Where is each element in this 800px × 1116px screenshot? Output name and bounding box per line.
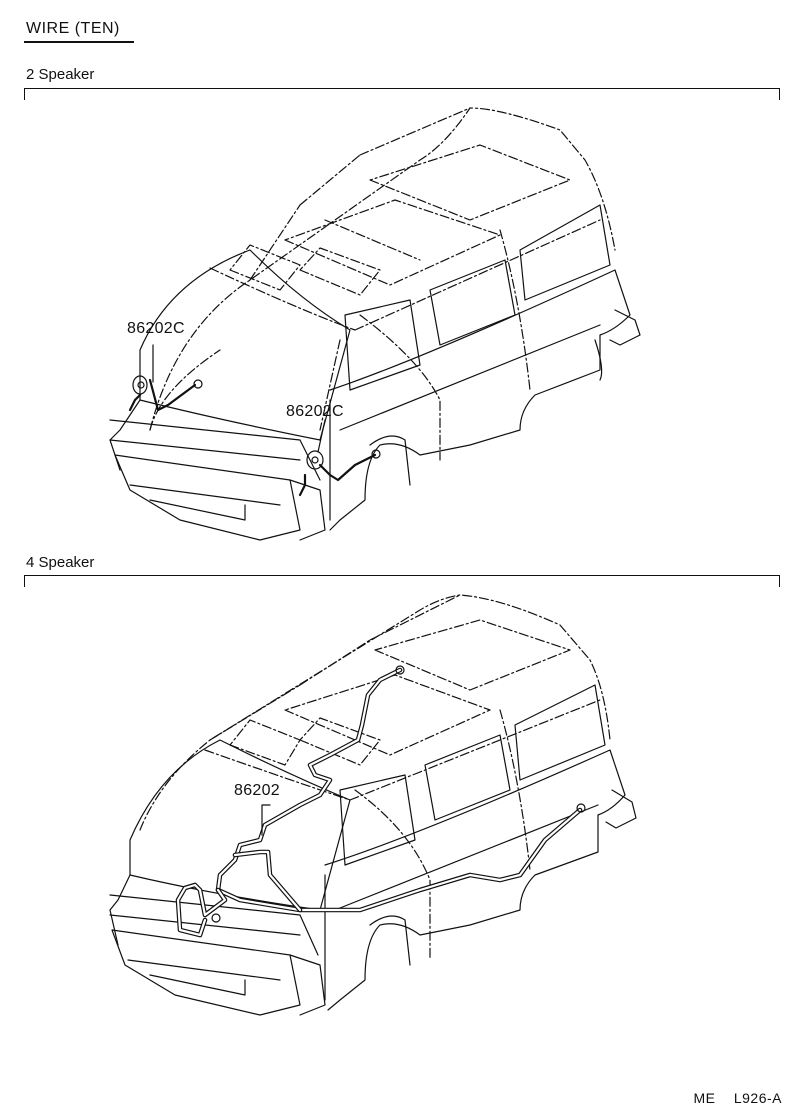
van-diagram-4-speaker	[109, 594, 637, 1016]
section-label-2-speaker: 2 Speaker	[26, 66, 95, 83]
diagram-title: WIRE (TEN)	[26, 20, 120, 37]
part-label-86202c-right: 86202C	[286, 403, 344, 420]
section-label-4-speaker: 4 Speaker	[26, 554, 95, 571]
section-bracket-2-speaker	[24, 88, 780, 100]
title-underline	[24, 41, 134, 43]
footer-codes: ME L926-A	[679, 1090, 782, 1106]
van-diagram-2-speaker	[109, 107, 641, 541]
footer-code-l926a: L926-A	[733, 1090, 782, 1106]
footer-code-me: ME	[693, 1090, 716, 1106]
section-bracket-4-speaker	[24, 575, 780, 587]
part-label-86202c-left: 86202C	[127, 320, 185, 337]
part-label-86202: 86202	[234, 782, 280, 799]
